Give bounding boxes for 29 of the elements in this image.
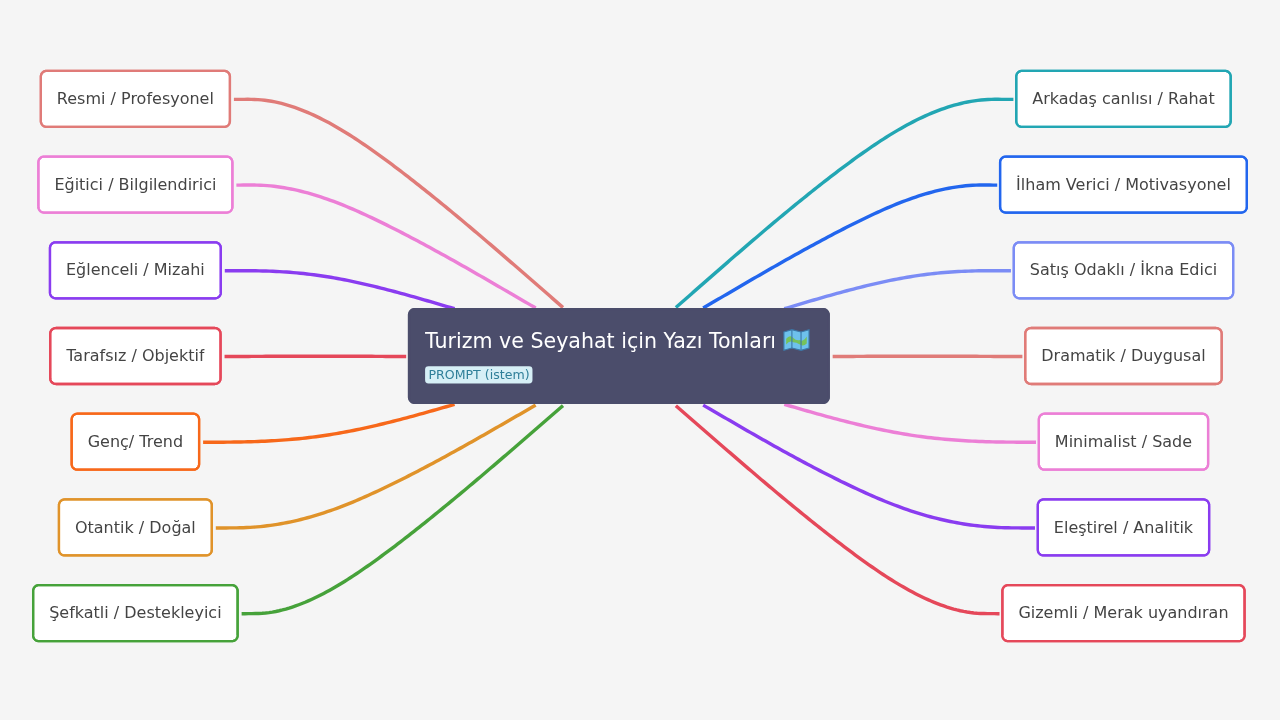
topic-node: Şefkatli / Destekleyici — [32, 584, 239, 643]
topic-node: Eğitici / Bilgilendirici — [37, 155, 234, 214]
topic-node: Eğlenceli / Mizahi — [48, 241, 222, 300]
connector-line — [674, 97, 1014, 309]
topic-node: İlham Verici / Motivasyonel — [998, 155, 1248, 214]
topic-node: Satış Odaklı / İkna Edici — [1012, 241, 1235, 300]
topic-node: Tarafsız / Objektif — [49, 326, 222, 386]
topic-node: Gizemli / Merak uyandıran — [1001, 584, 1246, 643]
topic-node: Genç/ Trend — [70, 412, 201, 471]
topic-node: Arkadaş canlısı / Rahat — [1015, 69, 1232, 128]
connector-line — [241, 404, 565, 616]
connector-line — [233, 97, 565, 310]
connector-line — [702, 183, 999, 310]
topic-node: Resmi / Profesyonel — [39, 69, 232, 128]
topic-title: Turizm ve Seyahat için Yazı Tonları — [425, 328, 777, 353]
topic-node: Dramatik / Duygusal — [1024, 326, 1223, 386]
connector-line — [783, 402, 1036, 444]
topic-node: Minimalist / Sade — [1037, 412, 1210, 471]
connector-line — [674, 404, 1000, 616]
connector-line — [236, 183, 537, 310]
topic-node: Otantik / Doğal — [57, 498, 213, 557]
central-topic-node — [407, 308, 830, 404]
connector-line — [832, 354, 1023, 359]
connector-line — [702, 403, 1035, 530]
prompt-tag: PROMPT (istem) — [425, 366, 533, 384]
connector-line — [215, 403, 537, 530]
topic-node: Eleştirel / Analitik — [1036, 498, 1211, 557]
connector-line — [203, 402, 456, 444]
connector-line — [224, 354, 407, 359]
